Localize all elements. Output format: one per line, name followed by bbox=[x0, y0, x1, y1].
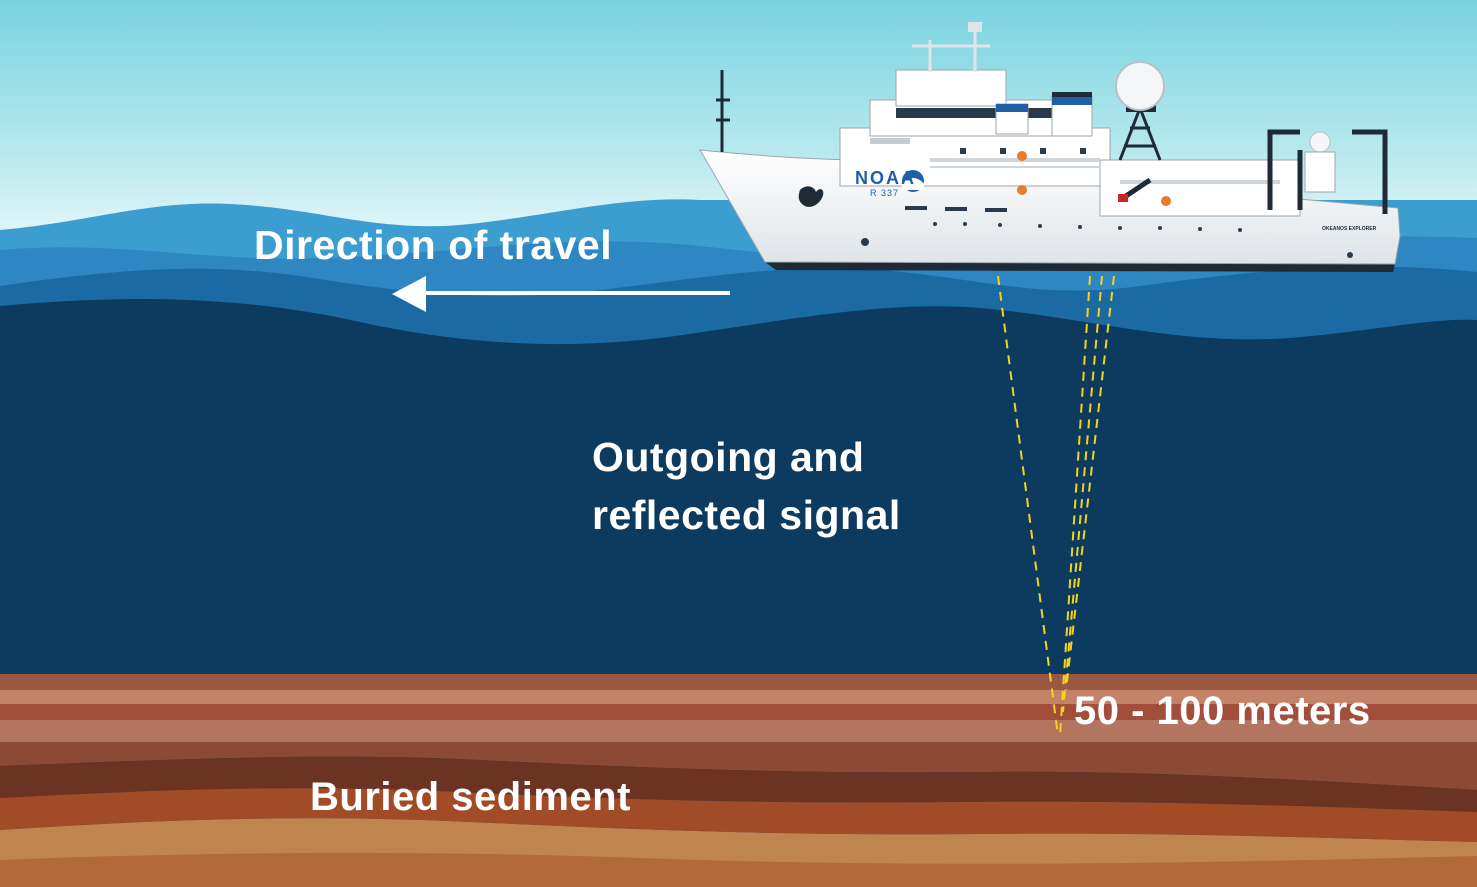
depth-label: 50 - 100 meters bbox=[1074, 689, 1371, 734]
signal-label: Outgoing and reflected signal bbox=[592, 428, 901, 544]
ship-hull-number-text: R 337 bbox=[870, 188, 899, 198]
direction-label: Direction of travel bbox=[254, 222, 612, 269]
signal-label-line1: Outgoing and bbox=[592, 428, 901, 486]
signal-label-line2: reflected signal bbox=[592, 486, 901, 544]
ship-name-text: OKEANOS EXPLORER bbox=[1322, 226, 1377, 232]
sediment-label: Buried sediment bbox=[310, 775, 631, 820]
ship-agency-text: NOAA bbox=[855, 168, 916, 188]
satellite-dome-icon bbox=[1116, 62, 1164, 110]
